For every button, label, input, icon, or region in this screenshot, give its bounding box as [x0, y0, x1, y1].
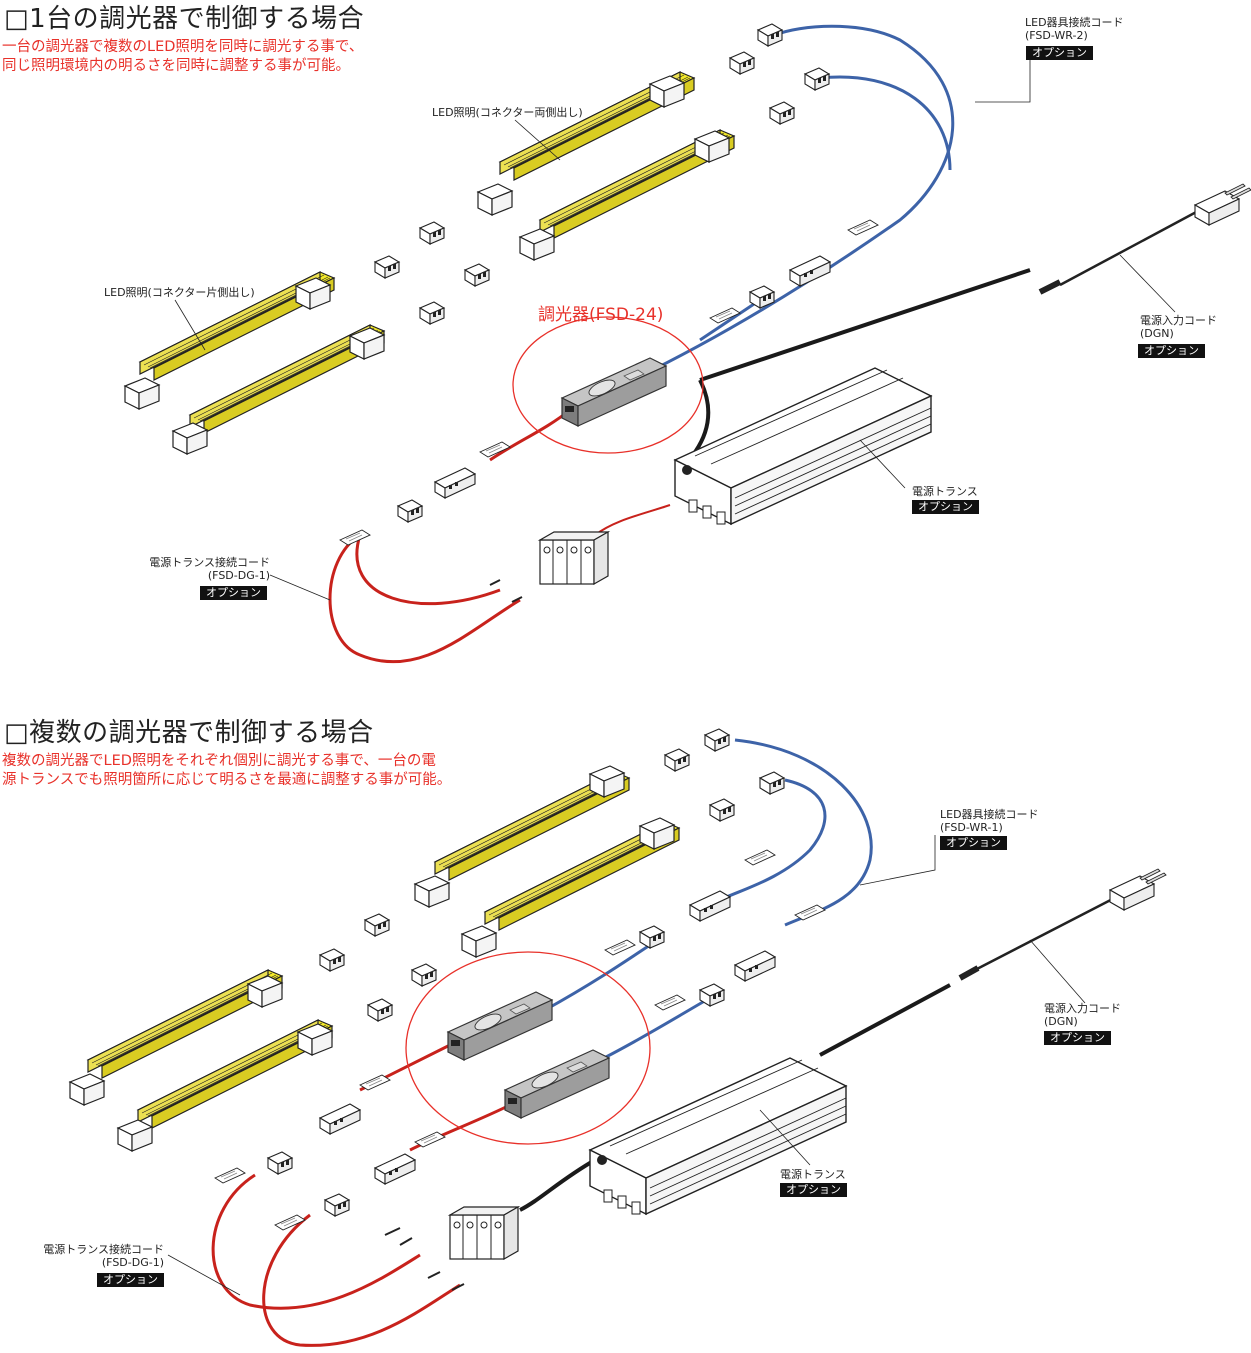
badge-power-cord-2: オプション	[1044, 1031, 1111, 1045]
wr1-cord-a	[734, 738, 873, 927]
label-wr1: LED器具接続コード (FSD-WR-1)	[940, 808, 1039, 834]
tag-2	[709, 307, 741, 324]
tag-s2-4	[654, 994, 686, 1011]
label-wr2: LED器具接続コード (FSD-WR-2)	[1025, 16, 1124, 42]
conn-s2-11	[267, 1151, 293, 1175]
endcap-1	[124, 377, 160, 410]
conn-s2-2	[709, 798, 735, 822]
endcap-6	[694, 130, 730, 163]
section1-diagram	[124, 23, 1251, 664]
plug-s2-4	[374, 1153, 416, 1185]
ac-plug-sec2	[1109, 868, 1167, 911]
label-transformer-1: 電源トランス	[912, 485, 978, 498]
dimmer-output-cord	[489, 408, 571, 462]
dg1-cord-a	[211, 1173, 421, 1310]
dimmer-highlight-ellipse-1	[512, 316, 704, 454]
badge-wr2-option: オプション	[1026, 46, 1093, 60]
tag-s2-5	[359, 1074, 391, 1091]
dimmer-fsd24	[561, 357, 667, 427]
label-power-cord-1: 電源入力コード (DGN)	[1140, 314, 1217, 340]
conn-8	[804, 67, 830, 91]
dg1-cord-b	[262, 1213, 461, 1347]
endcap-4	[519, 228, 555, 261]
plug-1	[789, 255, 831, 287]
section2-description: 複数の調光器でLED照明をそれぞれ個別に調光する事で、一台の電 源トランスでも照…	[2, 753, 452, 788]
badge-dg1-2: オプション	[97, 1273, 164, 1287]
dimmer-s2-b	[504, 1049, 610, 1119]
dg1-cord-sec1	[328, 533, 521, 664]
badge-wr1-option: オプション	[940, 836, 1007, 850]
plug-2	[434, 467, 476, 499]
badge-transformer-1: オプション	[912, 500, 979, 514]
conn-1	[729, 51, 755, 75]
tag-s2-6	[414, 1131, 446, 1148]
conn-s2-10	[699, 983, 725, 1007]
conn-s2-5	[364, 913, 390, 937]
label-power-cord-2: 電源入力コード (DGN)	[1044, 1002, 1121, 1028]
tag-s2-3	[604, 939, 636, 956]
wr2-cord-branch	[819, 75, 952, 171]
conn-3	[374, 255, 400, 279]
transformer-sec1	[674, 367, 932, 525]
conn-2	[769, 101, 795, 125]
conn-s2-12	[324, 1193, 350, 1217]
label-dg1-2: 電源トランス接続コード (FSD-DG-1)	[43, 1243, 164, 1269]
tag-1	[847, 219, 879, 236]
plug-s2-3	[319, 1103, 361, 1135]
endcap-2	[172, 422, 208, 455]
conn-s2-9	[639, 925, 665, 949]
dimmer-a-input	[544, 943, 651, 1012]
endcap-s2-2	[117, 1119, 153, 1152]
tag-s2-2	[794, 904, 826, 921]
badge-power-cord-1: オプション	[1138, 344, 1205, 358]
conn-10	[397, 499, 423, 523]
endcap-5	[649, 75, 685, 108]
section1-heading: □1台の調光器で制御する場合	[4, 4, 365, 34]
plug-s2-2	[734, 950, 776, 982]
conn-6	[464, 263, 490, 287]
tag-4	[339, 529, 371, 546]
label-dg1-1: 電源トランス接続コード (FSD-DG-1)	[149, 556, 270, 582]
terminal-wire-sec1	[594, 504, 671, 536]
tag-s2-7	[214, 1167, 246, 1184]
conn-4	[419, 301, 445, 325]
conn-7	[757, 23, 783, 47]
badge-transformer-2: オプション	[780, 1183, 847, 1197]
endcap-s2-4	[461, 925, 497, 958]
power-cord-sec2	[974, 888, 1131, 972]
conn-s2-7	[704, 728, 730, 752]
conn-s2-8	[759, 771, 785, 795]
terminal-block-sec1	[539, 531, 609, 585]
wr2-cord-main	[599, 24, 955, 397]
label-led-both: LED照明(コネクター両側出し)	[432, 106, 583, 119]
endcap-s2-3	[414, 875, 450, 908]
endcap-3	[477, 183, 513, 216]
conn-5	[419, 221, 445, 245]
badge-dg1-1: オプション	[200, 586, 267, 600]
dimmer-highlight-ellipse-2	[405, 951, 651, 1145]
section2-heading: □複数の調光器で制御する場合	[4, 718, 374, 748]
endcap-s2-1	[69, 1073, 105, 1106]
conn-s2-4	[367, 998, 393, 1022]
tag-3	[479, 441, 511, 458]
label-led-single: LED照明(コネクター片側出し)	[104, 286, 255, 299]
tag-s2-8	[274, 1214, 306, 1231]
conn-s2-6	[411, 963, 437, 987]
section1-description: 一台の調光器で複数のLED照明を同時に調光する事で、 同じ照明環境内の明るさを同…	[2, 39, 364, 74]
dc-black-sec2	[519, 983, 951, 1212]
section2-diagram	[69, 728, 1167, 1347]
plug-s2-1	[689, 890, 731, 922]
wr1-cord-b	[719, 778, 827, 902]
dimmer-s2-a	[447, 991, 553, 1061]
label-dimmer-fsd24: 調光器(FSD-24)	[538, 305, 664, 325]
tag-s2-1	[744, 849, 776, 866]
ac-plug-sec1	[1194, 183, 1251, 226]
conn-s2-1	[664, 748, 690, 772]
label-transformer-2: 電源トランス	[780, 1168, 846, 1181]
power-cord-sec1	[1059, 208, 1201, 287]
conn-s2-3	[319, 948, 345, 972]
terminal-block-sec2	[449, 1206, 519, 1260]
dimmer-input-cord	[699, 298, 761, 342]
